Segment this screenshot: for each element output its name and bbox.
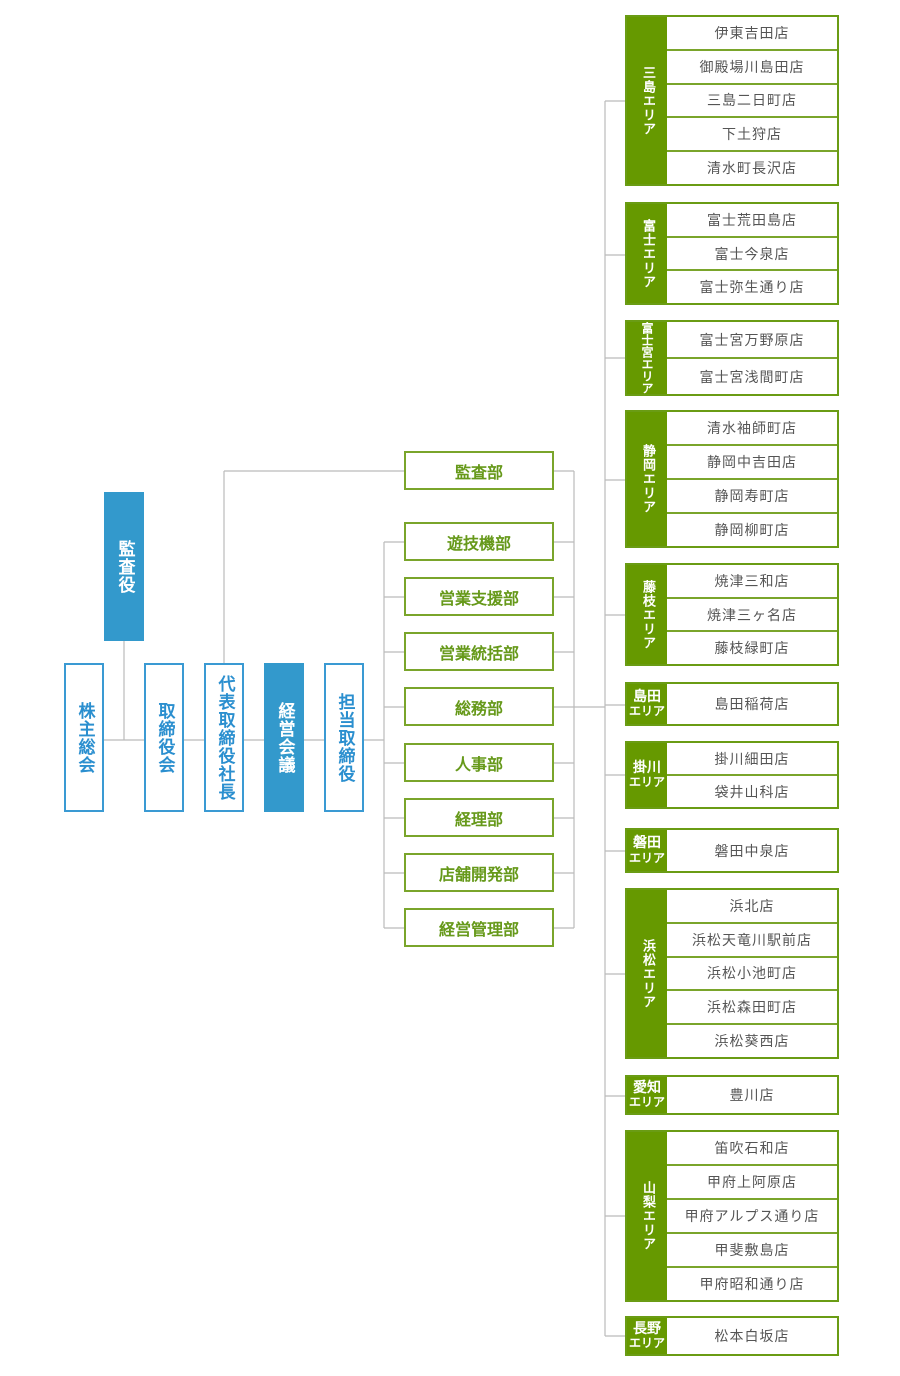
director-in-charge-box: 担当取締役 bbox=[324, 663, 364, 812]
area-nagano: 長野エリア 松本白坂店 bbox=[625, 1316, 839, 1356]
president-label: 代表取締役社長 bbox=[214, 674, 235, 801]
area-shimada: 島田エリア 島田稲荷店 bbox=[625, 682, 839, 726]
store-item: 伊東吉田店 bbox=[714, 25, 790, 42]
area-label: 静岡エリア bbox=[627, 412, 667, 546]
dept-audit: 監査部 bbox=[404, 451, 554, 490]
store-item: 甲府アルプス通り店 bbox=[667, 1198, 837, 1232]
dept-accounting: 経理部 bbox=[404, 798, 554, 837]
store-item: 富士弥生通り店 bbox=[667, 269, 837, 303]
store-item: 豊川店 bbox=[729, 1088, 775, 1104]
dept-general-affairs: 総務部 bbox=[404, 687, 554, 726]
store-item: 甲府上阿原店 bbox=[667, 1164, 837, 1198]
area-label: 長野エリア bbox=[627, 1318, 667, 1354]
store-item: 焼津三ヶ名店 bbox=[667, 596, 837, 631]
store-item: 下土狩店 bbox=[667, 116, 837, 150]
store-item: 笛吹石和店 bbox=[714, 1141, 790, 1157]
area-kakegawa: 掛川エリア 掛川細田店 袋井山科店 bbox=[625, 741, 839, 809]
dept-sales-management: 営業統括部 bbox=[404, 632, 554, 671]
store-item: 清水町長沢店 bbox=[667, 150, 837, 184]
area-label: 浜松エリア bbox=[627, 890, 667, 1057]
area-label: 愛知エリア bbox=[627, 1077, 667, 1113]
store-item: 浜松森田町店 bbox=[667, 989, 837, 1023]
area-fujieda: 藤枝エリア 焼津三和店 焼津三ヶ名店 藤枝緑町店 bbox=[625, 563, 839, 666]
area-label: 藤枝エリア bbox=[627, 565, 667, 664]
store-item: 富士荒田島店 bbox=[707, 212, 797, 229]
store-item: 御殿場川島田店 bbox=[667, 48, 837, 83]
store-item: 磐田中泉店 bbox=[714, 843, 790, 860]
management-meeting-box: 経営会議 bbox=[264, 663, 304, 812]
board-of-directors-box: 取締役会 bbox=[144, 663, 184, 812]
store-item: 清水袖師町店 bbox=[707, 421, 797, 437]
store-item: 静岡中吉田店 bbox=[667, 444, 837, 478]
area-mishima: 三島エリア 伊東吉田店 御殿場川島田店 三島二日町店 下土狩店 清水町長沢店 bbox=[625, 15, 839, 186]
dept-gaming-machines: 遊技機部 bbox=[404, 522, 554, 561]
store-item: 三島二日町店 bbox=[667, 82, 837, 117]
store-item: 袋井山科店 bbox=[667, 774, 837, 807]
area-label: 島田エリア bbox=[627, 684, 667, 724]
store-item: 藤枝緑町店 bbox=[667, 630, 837, 664]
store-item: 富士宮万野原店 bbox=[699, 332, 805, 349]
director-in-charge-label: 担当取締役 bbox=[334, 692, 355, 783]
area-label: 三島エリア bbox=[627, 17, 667, 184]
store-item: 静岡寿町店 bbox=[667, 478, 837, 512]
area-label: 富士エリア bbox=[627, 204, 667, 303]
store-item: 浜松天竜川駅前店 bbox=[667, 921, 837, 956]
dept-business-management: 経営管理部 bbox=[404, 908, 554, 947]
area-label: 掛川エリア bbox=[627, 743, 667, 807]
auditor-box: 監査役 bbox=[104, 492, 144, 641]
shareholders-meeting-label: 株主総会 bbox=[74, 701, 95, 774]
auditor-label: 監査役 bbox=[114, 539, 135, 594]
store-item: 浜松葵西店 bbox=[667, 1023, 837, 1057]
area-aichi: 愛知エリア 豊川店 bbox=[625, 1075, 839, 1115]
store-item: 浜松小池町店 bbox=[667, 955, 837, 990]
area-label: 山梨エリア bbox=[627, 1132, 667, 1300]
management-meeting-label: 経営会議 bbox=[274, 701, 295, 774]
area-iwata: 磐田エリア 磐田中泉店 bbox=[625, 828, 839, 873]
area-fuji: 富士エリア 富士荒田島店 富士今泉店 富士弥生通り店 bbox=[625, 202, 839, 305]
store-item: 島田稲荷店 bbox=[714, 697, 790, 713]
store-item: 静岡柳町店 bbox=[667, 512, 837, 546]
area-fujinomiya: 富士宮エリア 富士宮万野原店 富士宮浅間町店 bbox=[625, 320, 839, 396]
dept-sales-support: 営業支援部 bbox=[404, 577, 554, 616]
shareholders-meeting-box: 株主総会 bbox=[64, 663, 104, 812]
store-item: 浜北店 bbox=[729, 898, 775, 915]
dept-human-resources: 人事部 bbox=[404, 743, 554, 782]
store-item: 掛川細田店 bbox=[714, 751, 790, 768]
area-shizuoka: 静岡エリア 清水袖師町店 静岡中吉田店 静岡寿町店 静岡柳町店 bbox=[625, 410, 839, 548]
area-hamamatsu: 浜松エリア 浜北店 浜松天竜川駅前店 浜松小池町店 浜松森田町店 浜松葵西店 bbox=[625, 888, 839, 1059]
store-item: 富士宮浅間町店 bbox=[667, 357, 837, 394]
store-item: 焼津三和店 bbox=[714, 573, 790, 590]
store-item: 富士今泉店 bbox=[667, 235, 837, 270]
dept-store-development: 店舗開発部 bbox=[404, 853, 554, 892]
store-item: 甲斐敷島店 bbox=[667, 1232, 837, 1266]
president-box: 代表取締役社長 bbox=[204, 663, 244, 812]
area-yamanashi: 山梨エリア 笛吹石和店 甲府上阿原店 甲府アルプス通り店 甲斐敷島店 甲府昭和通… bbox=[625, 1130, 839, 1302]
board-of-directors-label: 取締役会 bbox=[154, 701, 175, 774]
store-item: 甲府昭和通り店 bbox=[667, 1266, 837, 1300]
store-item: 松本白坂店 bbox=[714, 1329, 790, 1345]
area-label: 磐田エリア bbox=[627, 830, 667, 871]
area-label: 富士宮エリア bbox=[627, 322, 667, 394]
